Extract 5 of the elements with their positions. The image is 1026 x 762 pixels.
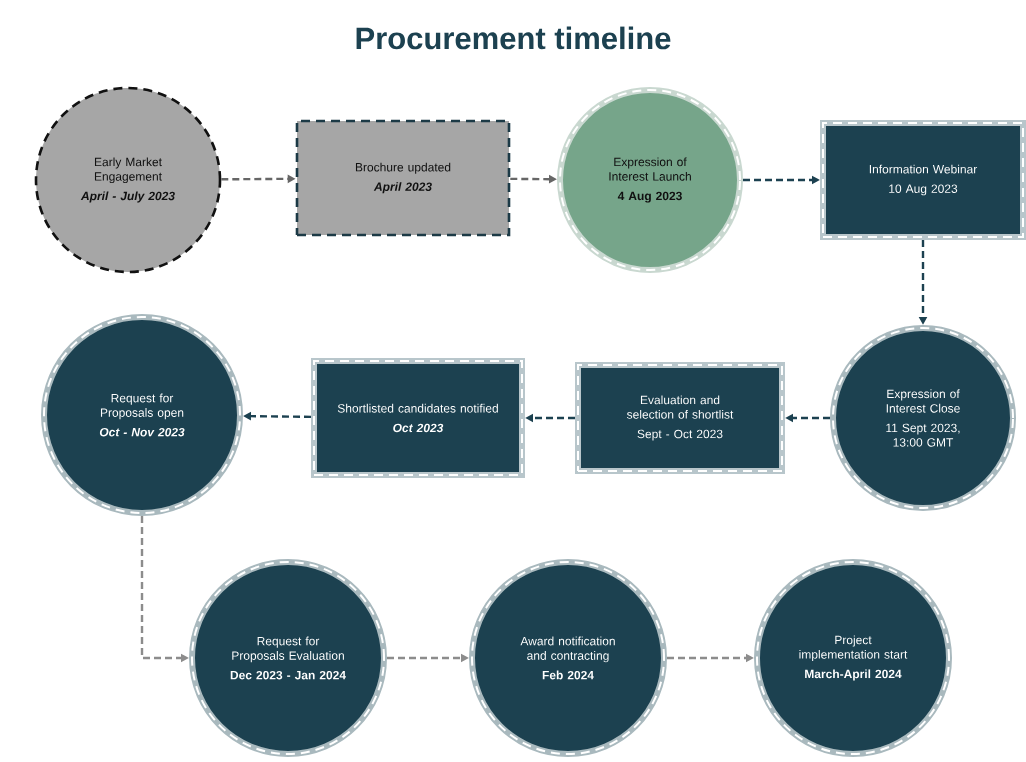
step-box: Evaluation and selection of shortlist Sept - Oct 2023: [575, 362, 785, 474]
step-box: Shortlisted candidates notified Oct 2023: [311, 358, 525, 478]
step-box: Brochure updated April 2023: [295, 119, 511, 237]
step-box: Information Webinar 10 Aug 2023: [820, 120, 1026, 240]
title: Procurement timeline: [356, 26, 671, 50]
